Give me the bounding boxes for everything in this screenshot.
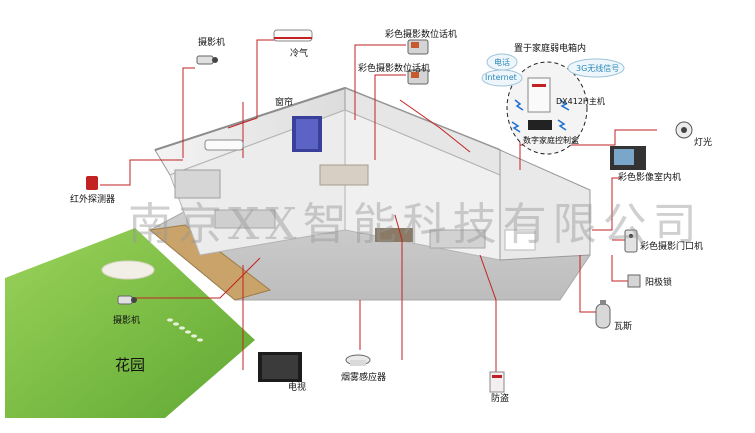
- hub-internet-label: Internet: [485, 73, 517, 82]
- watermark: 南京XX智能科技有限公司: [128, 199, 703, 250]
- signal-bolt-icon: [511, 121, 521, 133]
- signal-bolt-icon: [557, 119, 567, 131]
- camera-top-icon: [196, 55, 218, 65]
- signal-bolt-icon: [559, 99, 570, 111]
- left-shelf: [174, 169, 221, 199]
- indoor-unit-label: 彩色影像室内机: [618, 173, 682, 183]
- smoke-label: 烟雾感应器: [341, 373, 387, 383]
- kitchen-counter: [429, 229, 486, 249]
- host-box: [527, 77, 551, 113]
- light-icon: [675, 121, 693, 139]
- ir-detector-label: 红外探测器: [70, 195, 116, 205]
- gas-icon: [595, 300, 611, 329]
- color-phone-2-label: 彩色摄影数位话机: [358, 64, 431, 74]
- color-phone-1-label: 彩色摄影数位话机: [385, 30, 458, 40]
- bed: [319, 164, 369, 186]
- camera-top-label: 摄影机: [198, 38, 226, 48]
- color-phone-2-icon: [407, 69, 429, 85]
- door-phone-icon: [624, 229, 638, 253]
- anti-theft-label: 防盗: [491, 394, 510, 404]
- bath-fixture: [504, 229, 536, 251]
- tv-icon: [258, 352, 302, 382]
- ac-label: 冷气: [290, 49, 309, 59]
- camera-garden-icon: [117, 295, 137, 305]
- indoor-unit-icon: [610, 146, 646, 170]
- hub-host-label: DX412H主机: [556, 97, 605, 106]
- lock-label: 阳极锁: [645, 278, 673, 288]
- dining-table: [375, 228, 413, 242]
- color-phone-1-icon: [407, 39, 429, 55]
- wireless-cloud: [567, 58, 625, 78]
- signal-bolt-icon: [514, 99, 524, 111]
- door-phone-label: 彩色摄影门口机: [640, 242, 704, 252]
- internet-cloud: [481, 69, 523, 87]
- hub-wireless-label: 3G无线信号: [576, 64, 620, 73]
- ac-indoor-icon: [204, 139, 244, 151]
- curtain-label: 窗帘: [275, 98, 294, 108]
- hub-controller-label: 数字家庭控制盒: [523, 136, 579, 145]
- garden-rock: [101, 260, 155, 280]
- tv-label: 电视: [288, 383, 307, 393]
- garden-lawn: [5, 228, 255, 418]
- garden-label: 花园: [115, 356, 146, 374]
- camera-garden-label: 摄影机: [113, 316, 141, 326]
- lock-icon: [627, 274, 641, 288]
- hub-phone-label: 电话: [494, 58, 510, 67]
- controller-box: [528, 120, 552, 130]
- hub-title: 置于家庭弱电箱内: [514, 44, 587, 54]
- ir-detector-icon: [86, 176, 98, 190]
- sofa: [214, 209, 276, 229]
- light-label: 灯光: [694, 138, 713, 148]
- garden-path: [167, 318, 203, 342]
- ac-icon: [273, 29, 313, 42]
- wood-deck: [148, 224, 272, 301]
- gas-label: 瓦斯: [614, 322, 633, 332]
- smoke-sensor-icon: [345, 354, 371, 366]
